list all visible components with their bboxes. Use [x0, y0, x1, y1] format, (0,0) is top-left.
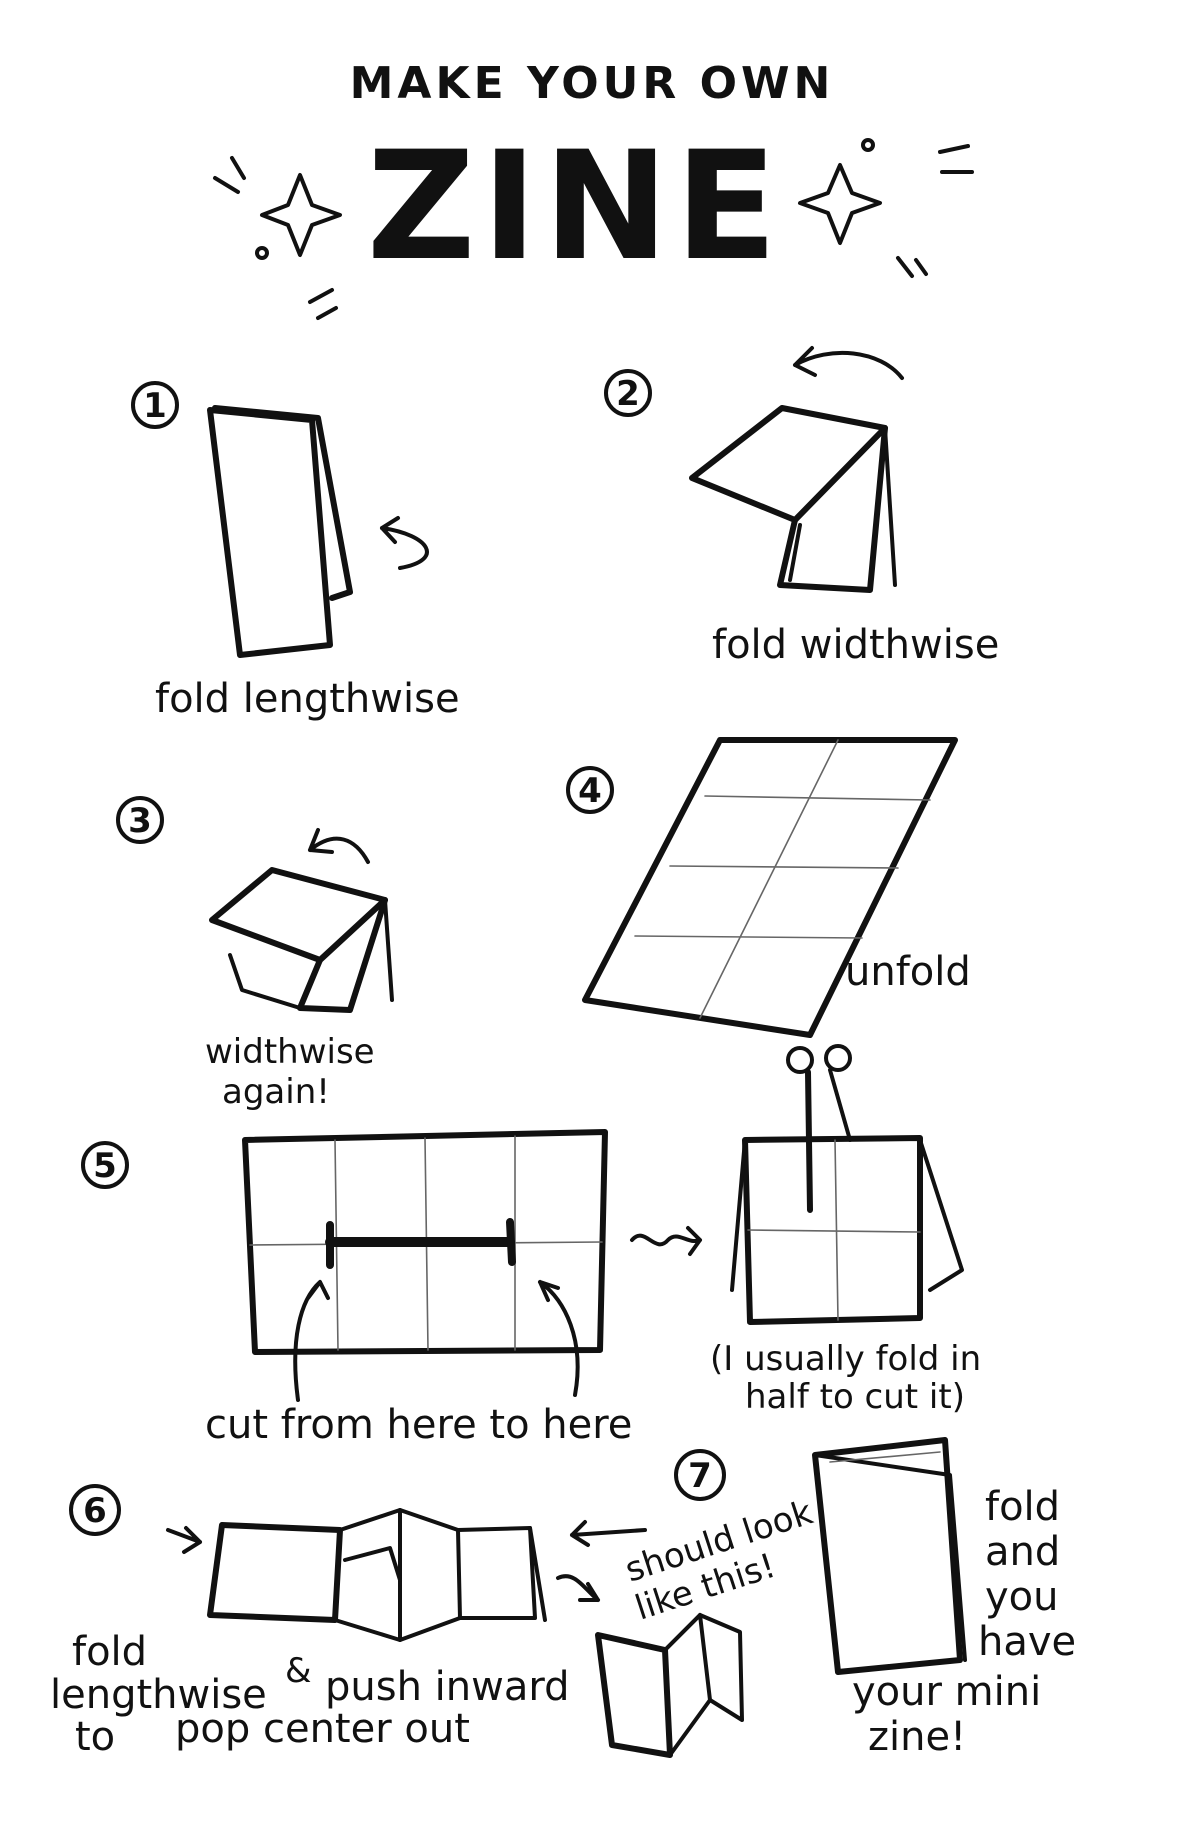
step-5-note-line2: half to cut it) — [745, 1377, 965, 1417]
arrow-icon — [168, 1528, 200, 1552]
step-6-caption-line3b: pop center out — [175, 1706, 470, 1752]
cut-sheet-illustration — [245, 1132, 605, 1400]
step-5: 5 cut from — [83, 1046, 981, 1448]
fold-lengthwise-illustration — [210, 408, 427, 655]
step-7-number: 7 — [688, 1456, 712, 1496]
step-5-caption: cut from here to here — [205, 1402, 632, 1448]
step-7-caption-line1: fold — [985, 1484, 1060, 1530]
title-line1: MAKE YOUR OWN — [350, 58, 835, 109]
step-4-caption: unfold — [845, 949, 971, 995]
step-4-number: 4 — [578, 771, 602, 811]
step-7-caption-line3: you — [985, 1574, 1059, 1620]
step-5-number: 5 — [93, 1146, 117, 1186]
arrow-icon — [632, 1228, 700, 1254]
arrow-icon — [572, 1522, 645, 1545]
scissors-icon — [788, 1046, 850, 1210]
fold-and-cut-illustration — [732, 1046, 962, 1322]
step-5-note-line1: (I usually fold in — [710, 1339, 981, 1379]
step-1-caption: fold lengthwise — [155, 676, 460, 722]
fold-widthwise-illustration — [692, 348, 902, 590]
step-1: 1 fold lengthwise — [133, 383, 460, 722]
step-2: 2 fold widthwise — [606, 348, 999, 668]
step-4: 4 unfold — [568, 740, 971, 1035]
step-7-caption-line4: have — [978, 1619, 1076, 1665]
header: MAKE YOUR OWN ZINE — [215, 58, 972, 318]
step-3: 3 widthwise again! — [118, 798, 392, 1112]
step-3-caption-line1: widthwise — [205, 1032, 375, 1072]
pop-center-illustration — [210, 1510, 545, 1640]
step-6-caption-push: push inward — [325, 1664, 569, 1710]
step-2-caption: fold widthwise — [712, 622, 999, 668]
step-6-caption-line3: to — [75, 1714, 115, 1760]
sparkle-left-icon — [262, 175, 340, 255]
step-7-caption-line2: and — [985, 1529, 1060, 1575]
step-6-caption-line1: fold — [72, 1629, 147, 1675]
step-2-number: 2 — [616, 374, 640, 414]
step-1-number: 1 — [143, 386, 167, 426]
step-6: 6 fold lengthwise & push inward to pop c… — [50, 1486, 645, 1760]
finished-zine-illustration — [815, 1440, 965, 1672]
step-3-caption-line2: again! — [222, 1072, 330, 1112]
step-7-caption-line5: your mini — [852, 1669, 1041, 1715]
widthwise-again-illustration — [212, 830, 392, 1010]
mini-booklet-illustration — [598, 1615, 742, 1755]
sparkle-right-icon — [800, 165, 880, 243]
step-7-caption-line6: zine! — [868, 1714, 966, 1760]
step-6-caption-amp: & — [285, 1651, 312, 1691]
arrow-icon — [558, 1576, 598, 1600]
step-3-number: 3 — [128, 801, 152, 841]
step-6-number: 6 — [83, 1491, 107, 1531]
step-7: 7 should look like this! fold and you ha… — [558, 1440, 1076, 1760]
title-line2: ZINE — [367, 120, 784, 294]
